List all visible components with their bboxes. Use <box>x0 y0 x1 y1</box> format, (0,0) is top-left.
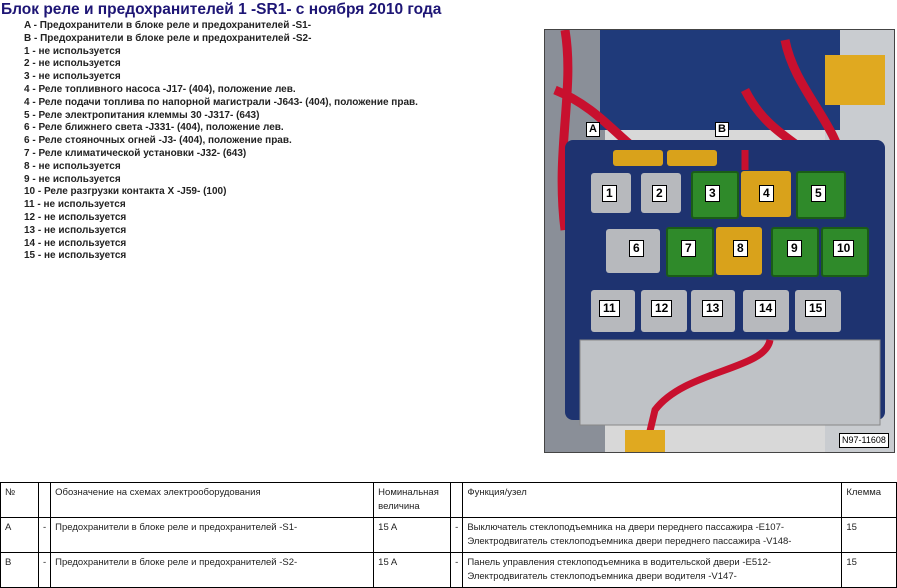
legend-item: 6 - Реле ближнего света -J331- (404), по… <box>24 122 284 134</box>
table-header: № Обозначение на схемах электрооборудова… <box>0 482 897 518</box>
legend-item: 4 - Реле подачи топлива по напорной маги… <box>24 96 418 108</box>
legend-item: 3 - не используется <box>24 71 121 83</box>
function-line: Электродвигатель стеклоподъемника двери … <box>467 536 792 547</box>
label-4: 4 <box>759 185 774 202</box>
cell-function: Панель управления стеклоподъемника в вод… <box>462 552 843 588</box>
cell-designation: Предохранители в блоке реле и предохрани… <box>50 552 375 588</box>
label-6: 6 <box>629 240 644 257</box>
label-12: 12 <box>651 300 673 317</box>
cell-terminal: 15 <box>841 552 897 588</box>
label-11: 11 <box>599 300 620 317</box>
legend-item: 11 - не используется <box>24 199 126 211</box>
cell-dash: - <box>37 552 52 588</box>
legend-item: 12 - не используется <box>24 211 127 223</box>
cell-no: B <box>0 552 39 588</box>
cell-no: A <box>0 517 39 553</box>
page-title: Блок реле и предохранителей 1 -SR1- с но… <box>1 1 442 18</box>
legend-item: 1 - не используется <box>24 45 121 57</box>
cell-rating: 15 A <box>373 552 452 588</box>
legend-item: 15 - не используется <box>24 250 127 262</box>
label-3: 3 <box>705 185 720 202</box>
label-1: 1 <box>602 185 617 202</box>
header-terminal: Клемма <box>841 482 897 518</box>
fuse-table: № Обозначение на схемах электрооборудова… <box>0 482 897 588</box>
fuse-relay-box-diagram: A B 1 2 3 4 5 6 7 8 9 10 11 12 13 14 15 … <box>544 29 895 453</box>
header-blank <box>450 482 464 518</box>
legend-item: B - Предохранители в блоке реле и предох… <box>24 32 312 44</box>
label-2: 2 <box>652 185 667 202</box>
label-13: 13 <box>702 300 724 317</box>
header-designation: Обозначение на схемах электрооборудовани… <box>50 482 375 518</box>
legend-item: 5 - Реле электропитания клеммы 30 -J317-… <box>24 109 260 121</box>
cell-dash: - <box>37 517 52 553</box>
label-a: A <box>586 122 600 137</box>
label-9: 9 <box>787 240 802 257</box>
legend-item: 10 - Реле разгрузки контакта X -J59- (10… <box>24 186 227 198</box>
label-10: 10 <box>833 240 855 257</box>
fuse-block-b <box>667 150 717 166</box>
wiring-illustration <box>545 30 894 452</box>
legend-item: 4 - Реле топливного насоса -J17- (404), … <box>24 83 296 95</box>
function-line: Панель управления стеклоподъемника в вод… <box>467 557 771 568</box>
cell-designation: Предохранители в блоке реле и предохрани… <box>50 517 375 553</box>
table-row: B - Предохранители в блоке реле и предох… <box>0 552 897 588</box>
header-blank <box>37 482 52 518</box>
function-line: Электродвигатель стеклоподъемника двери … <box>467 571 737 582</box>
header-function: Функция/узел <box>462 482 843 518</box>
legend-item: A - Предохранители в блоке реле и предох… <box>24 20 312 31</box>
label-15: 15 <box>805 300 827 317</box>
label-b: B <box>715 122 729 137</box>
legend-item: 9 - не используется <box>24 173 121 185</box>
header-rating: Номинальная величина <box>373 482 452 518</box>
figure-code: N97-11608 <box>839 433 889 448</box>
legend-item: 6 - Реле стояночных огней -J3- (404), по… <box>24 135 292 147</box>
fuse-block-a <box>613 150 663 166</box>
cell-dash: - <box>450 552 464 588</box>
label-8: 8 <box>733 240 748 257</box>
table-row: A - Предохранители в блоке реле и предох… <box>0 517 897 553</box>
legend-item: 14 - не используется <box>24 237 127 249</box>
header-no: № <box>0 482 39 518</box>
legend-item: 8 - не используется <box>24 160 121 172</box>
cell-dash: - <box>450 517 464 553</box>
label-5: 5 <box>811 185 826 202</box>
cell-terminal: 15 <box>841 517 897 553</box>
label-7: 7 <box>681 240 696 257</box>
legend-item: 13 - не используется <box>24 224 127 236</box>
label-14: 14 <box>755 300 777 317</box>
cell-function: Выключатель стеклоподъемника на двери пе… <box>462 517 843 553</box>
function-line: Выключатель стеклоподъемника на двери пе… <box>467 522 785 533</box>
cell-rating: 15 A <box>373 517 452 553</box>
legend-list: A - Предохранители в блоке реле и предох… <box>24 20 418 263</box>
legend-item: 7 - Реле климатической установки -J32- (… <box>24 147 247 159</box>
legend-item: 2 - не используется <box>24 58 121 70</box>
